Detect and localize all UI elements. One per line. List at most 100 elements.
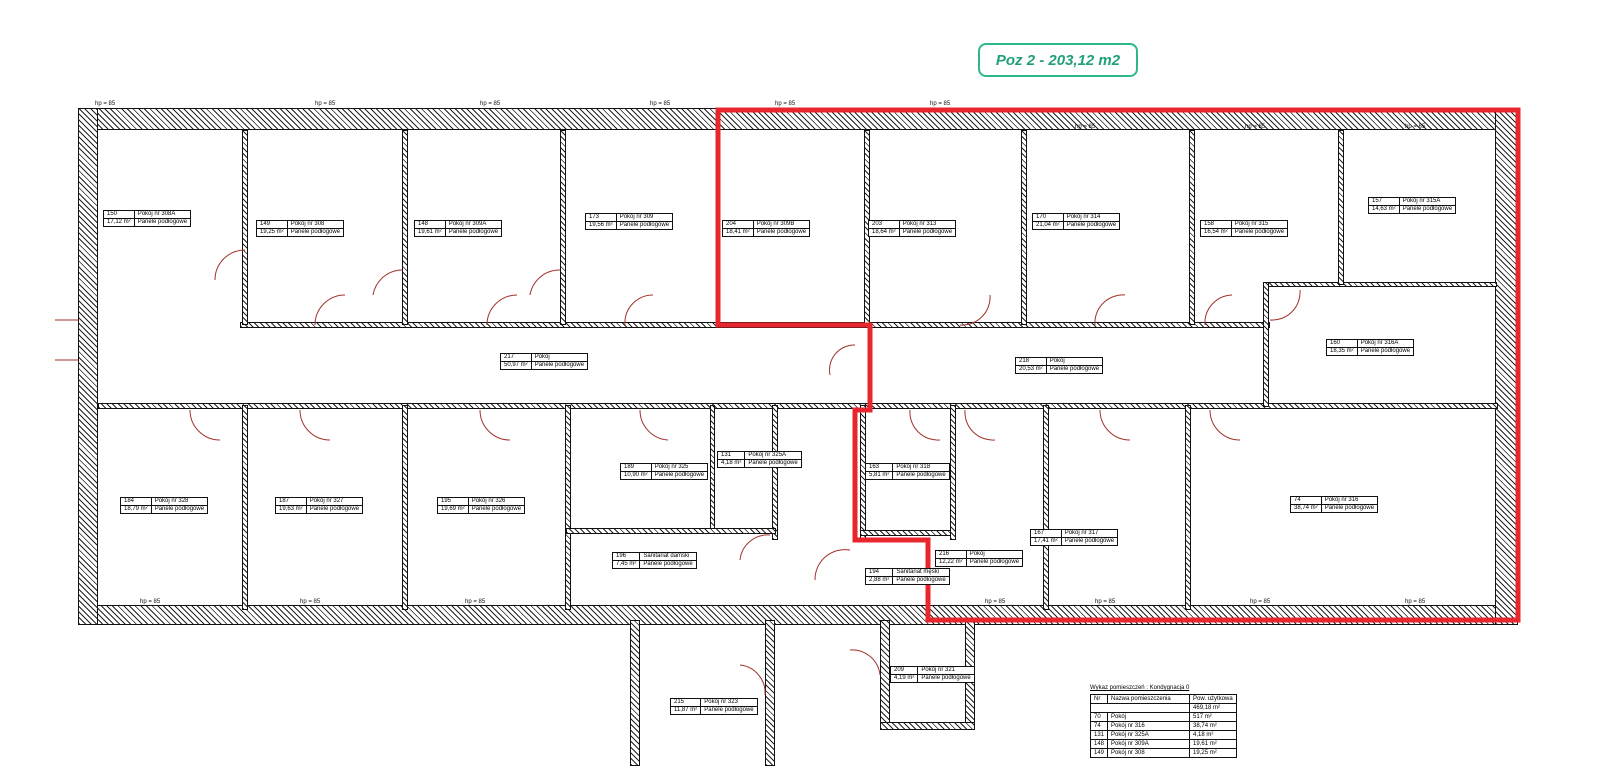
room-name: Pokój nr 308A	[133, 210, 192, 219]
door-swing	[479, 409, 511, 441]
room-number: 187	[275, 497, 307, 506]
window-label: hp = 85	[1405, 599, 1426, 605]
door-swing	[959, 294, 991, 326]
door-swing	[299, 409, 331, 441]
partition	[402, 130, 408, 325]
room-name: Pokój nr 309B	[752, 220, 811, 229]
room-number: 196	[611, 552, 641, 561]
room-name: Pokój nr 309A	[444, 220, 503, 229]
table-cell: 19,61 m²	[1189, 739, 1237, 749]
window-label: hp = 85	[930, 101, 951, 107]
room-name: Pokój nr 315A	[1398, 197, 1457, 206]
table-cell: 74	[1089, 721, 1109, 731]
room-name: Pokój nr 327	[305, 497, 364, 506]
room-number: 215	[669, 698, 702, 707]
table-cell: Pokój nr 316	[1107, 721, 1191, 731]
room-number: 131	[716, 451, 746, 460]
total-area: 469,18 m²	[1189, 703, 1237, 713]
room-number: 195	[437, 497, 469, 506]
room-floor: Panele podłogowe	[1398, 205, 1457, 214]
room-name: Sanitariat damski	[639, 552, 697, 561]
window-label: hp = 85	[465, 599, 486, 605]
window-label: hp = 85	[1075, 124, 1096, 130]
table-cell: Pokój nr 325A	[1107, 730, 1191, 740]
room-number: 184	[120, 497, 152, 506]
room-floor: Panele podłogowe	[650, 471, 709, 480]
table-cell: 4,18 m²	[1189, 730, 1237, 740]
room-floor: Panele podłogowe	[639, 560, 697, 569]
door-swing	[639, 409, 669, 441]
table-cell: 131	[1089, 730, 1109, 740]
window-label: hp = 85	[650, 101, 671, 107]
partition	[1043, 405, 1049, 610]
room-number: 204	[722, 220, 754, 229]
table-cell: 70	[1089, 712, 1109, 722]
room-area: 20,53 m²	[1015, 365, 1047, 374]
partition	[772, 405, 778, 540]
room-area: 21,04 m²	[1032, 221, 1064, 230]
room-number: 194	[864, 568, 894, 577]
room-name: Pokój	[965, 550, 1024, 559]
room-floor: Panele podłogowe	[530, 361, 589, 370]
room-floor: Panele podłogowe	[467, 505, 526, 514]
room-floor: Panele podłogowe	[892, 471, 950, 480]
door-swing	[529, 269, 561, 296]
room-name: Pokój nr 328	[150, 497, 209, 506]
room-area: 10,90 m²	[620, 471, 652, 480]
room-name: Pokój nr 318	[892, 463, 950, 472]
door-swing	[189, 409, 221, 441]
door-swing	[1094, 294, 1126, 326]
room-area: 4,18 m²	[716, 459, 746, 468]
room-name: Sanitariat męski	[892, 568, 950, 577]
partition	[242, 405, 248, 610]
room-area: 18,64 m²	[868, 228, 900, 237]
room-area: 16,54 m²	[1200, 228, 1232, 237]
door-swing	[314, 294, 346, 326]
partition	[560, 130, 566, 325]
room-number: 203	[868, 220, 900, 229]
window-label: hp = 85	[480, 101, 501, 107]
window-label: hp = 85	[300, 599, 321, 605]
table-cell: Pokój	[1107, 712, 1191, 722]
door-swing	[964, 409, 996, 441]
room-floor: Panele podłogowe	[1230, 228, 1289, 237]
room-name: Pokój nr 321	[917, 666, 975, 675]
partition	[1021, 130, 1027, 325]
room-floor: Panele podłogowe	[1045, 365, 1104, 374]
room-area: 14,63 m²	[1368, 205, 1400, 214]
window-label: hp = 85	[140, 599, 161, 605]
room-floor: Panele podłogowe	[1356, 347, 1415, 356]
room-floor: Panele podłogowe	[898, 228, 957, 237]
room-name: Pokój nr 316A	[1356, 339, 1415, 348]
door-swing	[1204, 294, 1233, 326]
room-area: 19,25 m²	[256, 228, 288, 237]
room-name: Pokój nr 309	[615, 213, 674, 222]
room-name: Pokój nr 316	[1320, 496, 1379, 505]
door-swing	[55, 319, 78, 361]
room-floor: Panele podłogowe	[444, 228, 503, 237]
room-area: 18,41 m²	[722, 228, 754, 237]
table-cell: 517 m²	[1189, 712, 1237, 722]
door-swing	[814, 549, 851, 581]
room-area: 18,35 m²	[1326, 347, 1358, 356]
table-total-row: 469,18 m²	[1089, 703, 1237, 713]
door-swing	[849, 649, 881, 676]
room-area: 50,97 m²	[500, 361, 532, 370]
window-label: hp = 85	[1405, 124, 1426, 130]
